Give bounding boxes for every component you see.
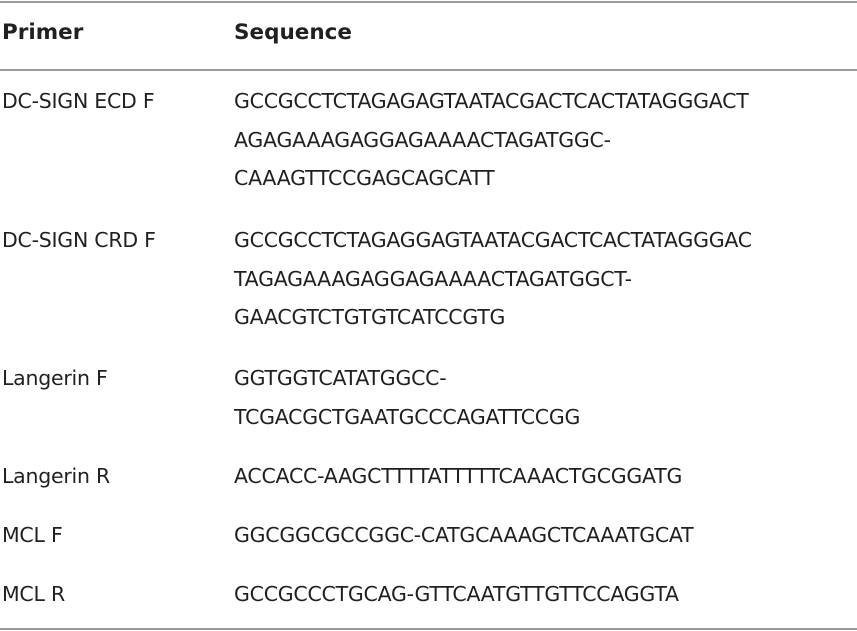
primer-name: MCL R — [2, 582, 65, 606]
sequence-line: ACCACC-AAGCTTTTATTTTTCAAACTGCGGATG — [234, 464, 683, 488]
table-top-rule — [0, 1, 857, 3]
sequence-line: GAACGTCTGTGTCATCCGTG — [234, 305, 506, 329]
primer-sequence: ACCACC-AAGCTTTTATTTTTCAAACTGCGGATG — [234, 457, 682, 496]
primer-sequence: GCCGCCTCTAGAGGAGTAATACGACTCACTATAGGGAC T… — [234, 221, 752, 337]
sequence-line: GGTGGTCATATGGCC- — [234, 366, 447, 390]
sequence-line: GCCGCCTCTAGAGGAGTAATACGACTCACTATAGGGAC — [234, 228, 752, 252]
sequence-line: GGCGGCGCCGGC-CATGCAAAGCTCAAATGCAT — [234, 523, 694, 547]
sequence-line: GCCGCCCTGCAG-GTTCAATGTTGTTCCAGGTA — [234, 582, 679, 606]
header-rule — [0, 69, 857, 71]
primer-name: DC-SIGN ECD F — [2, 89, 155, 113]
sequence-line: TAGAGAAAGAGGAGAAAACTAGATGGCT- — [234, 266, 632, 291]
primer-sequence: GCCGCCTCTAGAGAGTAATACGACTCACTATAGGGACT A… — [234, 82, 749, 198]
primer-name: Langerin R — [2, 464, 110, 488]
table-header: Primer Sequence — [0, 2, 857, 69]
primer-sequence: GCCGCCCTGCAG-GTTCAATGTTGTTCCAGGTA — [234, 575, 679, 614]
primer-name: MCL F — [2, 523, 63, 547]
header-primer: Primer — [2, 20, 84, 45]
primer-name: DC-SIGN CRD F — [2, 228, 156, 252]
primer-sequence: GGCGGCGCCGGC-CATGCAAAGCTCAAATGCAT — [234, 516, 694, 555]
sequence-line: AGAGAAAGAGGAGAAAACTAGATGGC- — [234, 127, 611, 152]
sequence-line: TCGACGCTGAATGCCCAGATTCCGG — [234, 404, 581, 429]
header-sequence: Sequence — [234, 20, 352, 45]
sequence-line: GCCGCCTCTAGAGAGTAATACGACTCACTATAGGGACT — [234, 89, 749, 113]
primer-name: Langerin F — [2, 366, 108, 390]
primer-sequence: GGTGGTCATATGGCC- TCGACGCTGAATGCCCAGATTCC… — [234, 359, 580, 436]
sequence-line: CAAAGTTCCGAGCAGCATT — [234, 166, 495, 190]
table-bottom-rule — [0, 628, 857, 630]
